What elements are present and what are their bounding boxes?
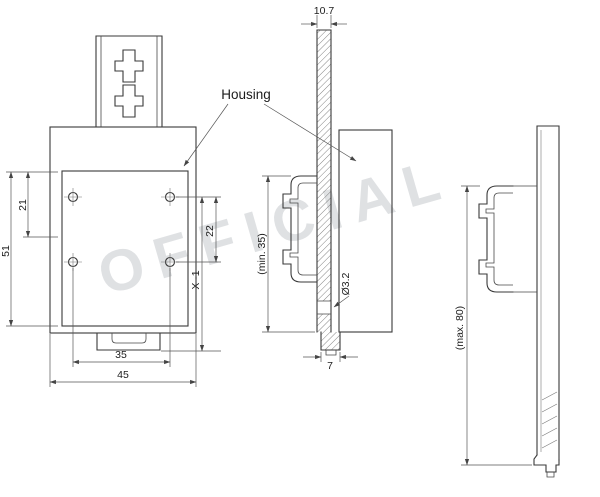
din-rail <box>95 35 163 128</box>
housing-callout: Housing <box>183 87 357 167</box>
side-view-dimensions: (max. 80) <box>454 185 532 466</box>
side-view <box>478 125 560 478</box>
front-view-dimensions: 21 51 22 X -1 35 45 <box>0 171 221 387</box>
rail-section <box>316 29 332 333</box>
dim-35: 35 <box>115 349 127 361</box>
housing-outline <box>49 126 197 334</box>
dim-rail-thickness: 10.7 <box>314 5 335 17</box>
clip-side <box>478 185 537 293</box>
section-view-dimensions: 10.7 (min. 35) Ø3.2 7 <box>256 5 358 372</box>
section-view <box>282 29 393 356</box>
side-plate <box>533 125 560 478</box>
housing-section <box>338 129 393 333</box>
dim-max-80: (max. 80) <box>454 306 466 350</box>
dim-hole-diameter: Ø3.2 <box>340 272 352 295</box>
rail-cutout-top <box>114 49 144 83</box>
watermark-text: OFFICIAL <box>91 145 458 308</box>
dim-min-35: (min. 35) <box>256 233 268 274</box>
bottom-tab <box>96 332 161 351</box>
mounting-holes <box>64 188 179 271</box>
dim-21: 21 <box>17 199 29 211</box>
dim-45: 45 <box>117 369 129 381</box>
front-view <box>49 35 197 351</box>
mounting-plate <box>61 170 189 327</box>
dim-51: 51 <box>0 245 12 257</box>
dim-7: 7 <box>327 360 333 372</box>
housing-label: Housing <box>221 87 271 102</box>
rail-foot <box>320 331 341 356</box>
dim-x-minus-1: X -1 <box>190 270 202 289</box>
dim-22: 22 <box>204 225 216 237</box>
rail-cutout-bottom <box>114 84 144 118</box>
